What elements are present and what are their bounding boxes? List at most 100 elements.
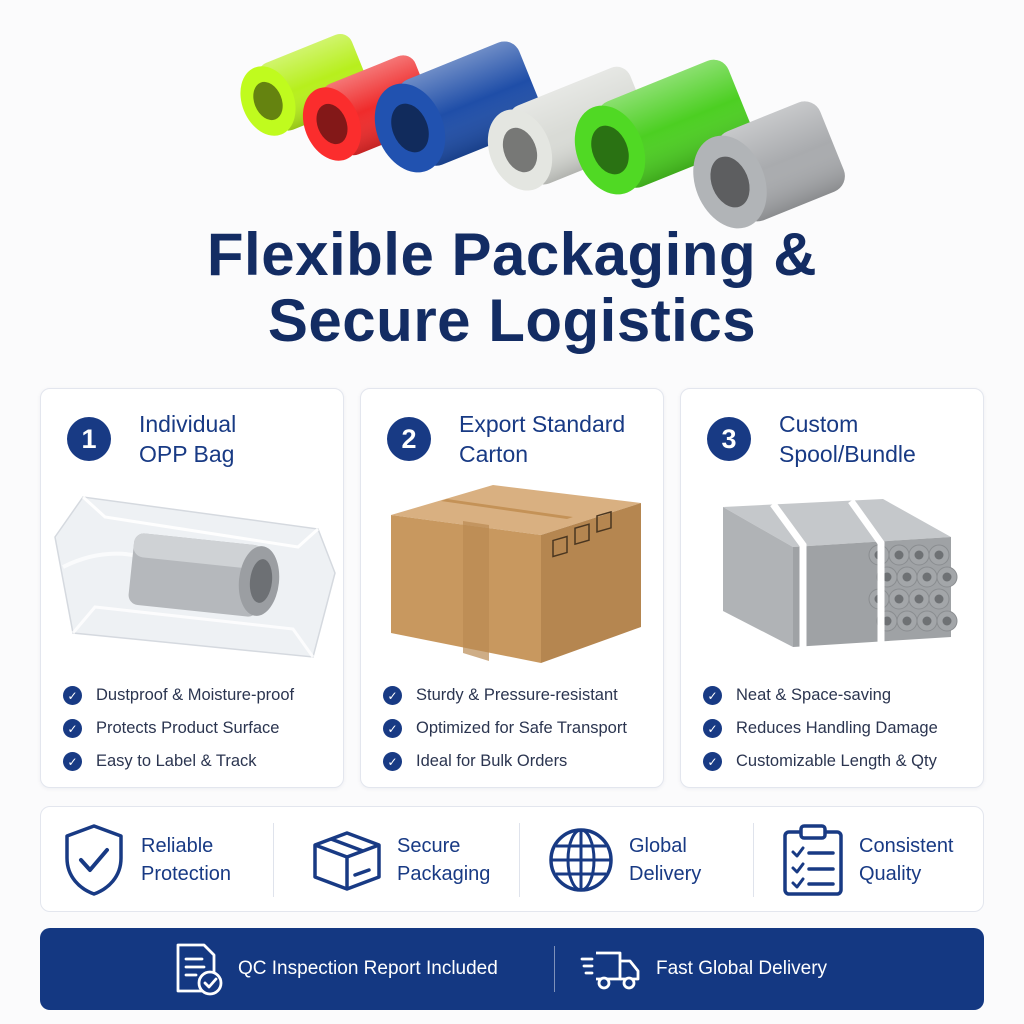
feature-label-line-2: Delivery bbox=[629, 863, 702, 885]
bullet-text: Protects Product Surface bbox=[96, 719, 280, 737]
title-line-1: Flexible Packaging & bbox=[206, 221, 818, 288]
bullet-item: ✓ Dustproof & Moisture-proof bbox=[63, 679, 294, 712]
bullet-item: ✓ Reduces Handling Damage bbox=[703, 712, 938, 745]
feature-global-delivery: Global Delivery bbox=[547, 807, 701, 913]
divider bbox=[519, 823, 520, 897]
bullet-text: Ideal for Bulk Orders bbox=[416, 752, 568, 770]
banner-text: QC Inspection Report Included bbox=[238, 958, 498, 979]
bullet-text: Neat & Space-saving bbox=[736, 686, 892, 704]
step-number-3: 3 bbox=[707, 417, 751, 461]
bundle-tube-hole bbox=[894, 550, 904, 560]
step-number-2: 2 bbox=[387, 417, 431, 461]
globe-icon bbox=[549, 828, 613, 892]
bundle-tube-hole bbox=[914, 594, 924, 604]
feature-label: Secure Packaging bbox=[397, 832, 490, 888]
check-icon: ✓ bbox=[703, 752, 722, 771]
feature-label-line-1: Global bbox=[629, 835, 687, 857]
bundle-tube-hole bbox=[942, 572, 952, 582]
bullet-item: ✓ Neat & Space-saving bbox=[703, 679, 938, 712]
bundle-tube-hole bbox=[934, 550, 944, 560]
clipboard-checklist-icon bbox=[783, 824, 843, 896]
shield-check-icon bbox=[65, 824, 123, 896]
banner-text: Fast Global Delivery bbox=[656, 958, 828, 979]
divider bbox=[273, 823, 274, 897]
feature-label-line-2: Quality bbox=[859, 863, 922, 885]
bullet-text: Sturdy & Pressure-resistant bbox=[416, 686, 618, 704]
card-title-line-2: Spool/Bundle bbox=[779, 441, 916, 467]
bullet-item: ✓ Easy to Label & Track bbox=[63, 745, 294, 778]
delivery-truck-icon bbox=[580, 951, 640, 990]
bullet-text: Reduces Handling Damage bbox=[736, 719, 938, 737]
feature-label: Global Delivery bbox=[629, 832, 701, 888]
bundle-tube-hole bbox=[922, 616, 932, 626]
feature-label: Consistent Quality bbox=[859, 832, 954, 888]
bullet-item: ✓ Protects Product Surface bbox=[63, 712, 294, 745]
bundle-tube-hole bbox=[914, 550, 924, 560]
bullet-item: ✓ Optimized for Safe Transport bbox=[383, 712, 627, 745]
bullet-item: ✓ Ideal for Bulk Orders bbox=[383, 745, 627, 778]
check-icon: ✓ bbox=[383, 719, 402, 738]
tube-6 bbox=[693, 101, 845, 229]
card-title: Export Standard Carton bbox=[459, 409, 659, 469]
card-title-line-1: Export Standard bbox=[459, 411, 626, 437]
opp-bag-image bbox=[54, 495, 336, 658]
bundle-tube-hole bbox=[942, 616, 952, 626]
card-opp-bag: 1 Individual OPP Bag ✓ Dustproof & Moistu… bbox=[40, 388, 344, 788]
feature-label-line-2: Packaging bbox=[397, 863, 491, 885]
bottom-banner: QC Inspection Report Included Fast Globa… bbox=[40, 928, 984, 1010]
feature-reliable-protection: Reliable Protection bbox=[61, 807, 231, 913]
feature-label-line-2: Protection bbox=[141, 863, 232, 885]
banner-item-fast-delivery: Fast Global Delivery bbox=[580, 928, 827, 1010]
bundle-tube-hole bbox=[934, 594, 944, 604]
feature-label-line-1: Reliable bbox=[141, 835, 214, 857]
check-icon: ✓ bbox=[703, 686, 722, 705]
card-export-carton: 2 Export Standard Carton ✓ Sturdy & Press… bbox=[360, 388, 664, 788]
feature-consistent-quality: Consistent Quality bbox=[781, 807, 954, 913]
card-bullets: ✓ Dustproof & Moisture-proof ✓ Protects Pr… bbox=[63, 679, 294, 778]
packaging-options: 1 Individual OPP Bag ✓ Dustproof & Moistu… bbox=[40, 388, 984, 788]
feature-label: Reliable Protection bbox=[141, 832, 231, 888]
bundle-tube-hole bbox=[882, 616, 892, 626]
bullet-text: Optimized for Safe Transport bbox=[416, 719, 627, 737]
title-line-2: Secure Logistics bbox=[267, 287, 757, 354]
card-title-line-2: OPP Bag bbox=[139, 441, 235, 467]
step-number-1: 1 bbox=[67, 417, 111, 461]
feature-secure-packaging: Secure Packaging bbox=[311, 807, 490, 913]
feature-label-line-1: Secure bbox=[397, 835, 461, 857]
divider bbox=[753, 823, 754, 897]
bullet-item: ✓ Sturdy & Pressure-resistant bbox=[383, 679, 627, 712]
card-bullets: ✓ Neat & Space-saving ✓ Reduces Handling D… bbox=[703, 679, 938, 778]
check-icon: ✓ bbox=[63, 686, 82, 705]
feature-label-line-1: Consistent bbox=[859, 835, 954, 857]
card-title-line-1: Custom bbox=[779, 411, 859, 437]
bundle-tube-hole bbox=[902, 572, 912, 582]
bullet-item: ✓ Customizable Length & Qty bbox=[703, 745, 938, 778]
check-icon: ✓ bbox=[383, 686, 402, 705]
bundle-tube-hole bbox=[882, 572, 892, 582]
bullet-text: Customizable Length & Qty bbox=[736, 752, 937, 770]
report-check-icon bbox=[176, 943, 223, 996]
card-title: Custom Spool/Bundle bbox=[779, 409, 979, 469]
card-title: Individual OPP Bag bbox=[139, 409, 339, 469]
hero-tubes-image bbox=[240, 33, 845, 229]
tube-bundle-image bbox=[723, 498, 958, 647]
check-icon: ✓ bbox=[63, 719, 82, 738]
bullet-text: Easy to Label & Track bbox=[96, 752, 257, 770]
banner-item-qc-report: QC Inspection Report Included bbox=[172, 928, 498, 1010]
check-icon: ✓ bbox=[63, 752, 82, 771]
card-spool-bundle: 3 Custom Spool/Bundle ✓ Neat & Space-savi… bbox=[680, 388, 984, 788]
box-icon bbox=[313, 831, 381, 891]
card-title-line-2: Carton bbox=[459, 441, 529, 467]
feature-strip: Reliable Protection Secure Packaging Glo… bbox=[40, 806, 984, 912]
bundle-tube-hole bbox=[902, 616, 912, 626]
card-title-line-1: Individual bbox=[139, 411, 237, 437]
divider bbox=[554, 946, 555, 992]
card-bullets: ✓ Sturdy & Pressure-resistant ✓ Optimized … bbox=[383, 679, 627, 778]
check-icon: ✓ bbox=[383, 752, 402, 771]
carton-box-image bbox=[391, 485, 641, 663]
page-title: Flexible Packaging & Secure Logistics bbox=[0, 222, 1024, 354]
check-icon: ✓ bbox=[703, 719, 722, 738]
bundle-tube-hole bbox=[894, 594, 904, 604]
bullet-text: Dustproof & Moisture-proof bbox=[96, 686, 295, 704]
bundle-tube-hole bbox=[922, 572, 932, 582]
